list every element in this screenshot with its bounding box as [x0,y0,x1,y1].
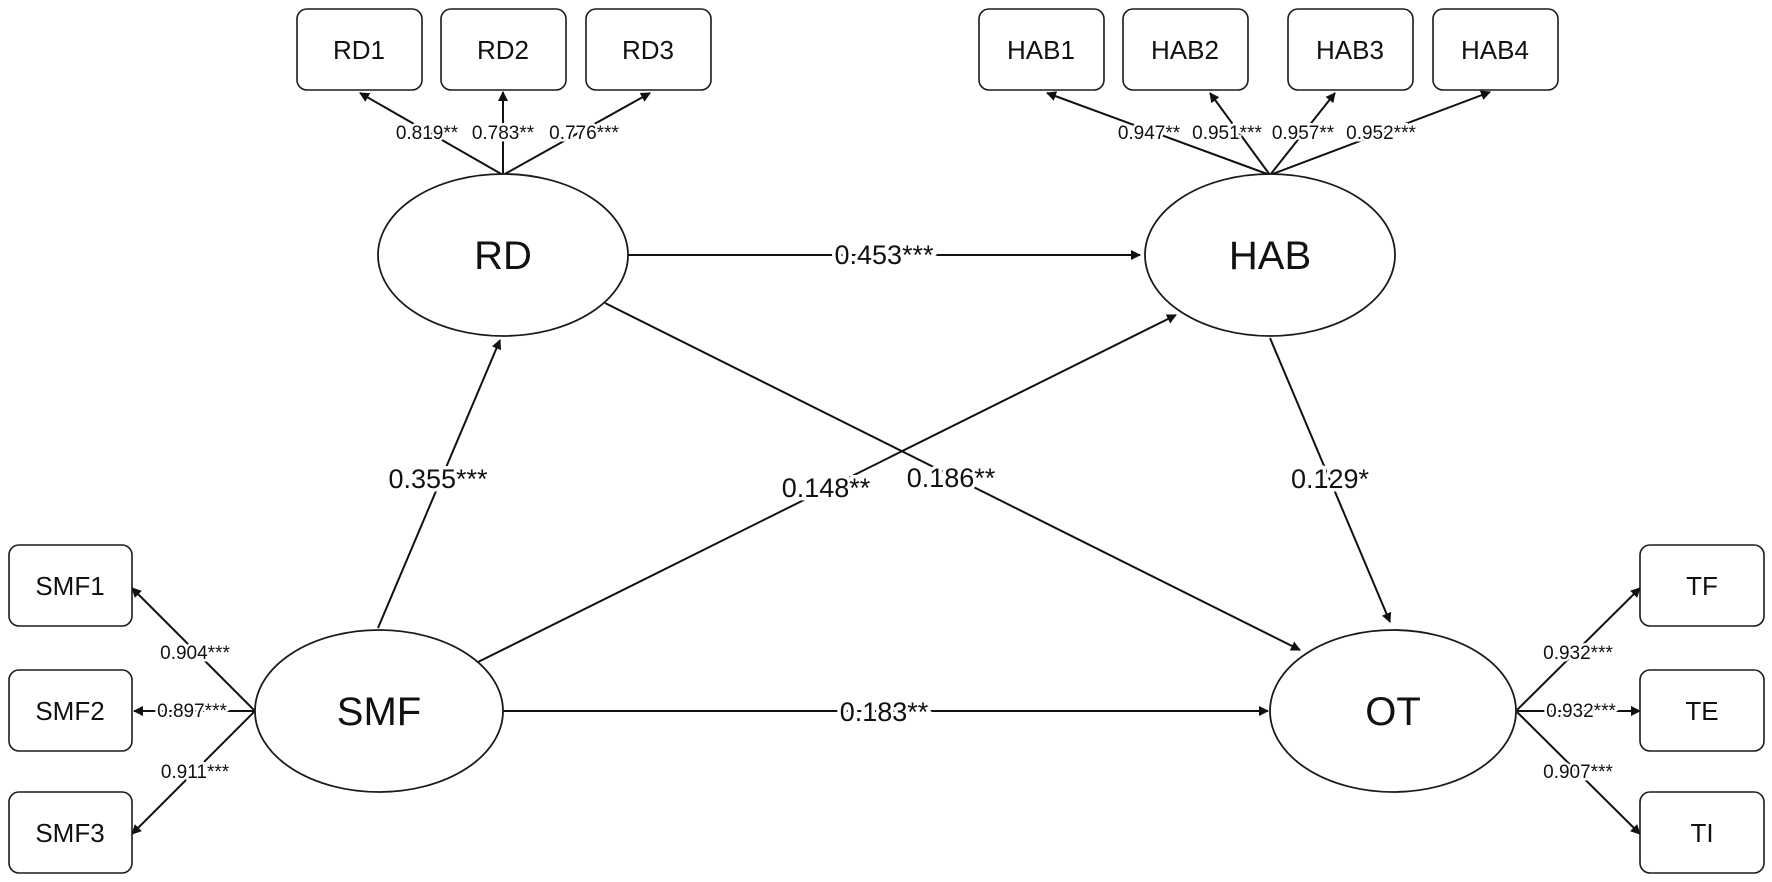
latent-rd-label: RD [474,234,532,278]
indicator-te-label: TE [1685,696,1718,726]
loading-rd3: 0.776*** [549,123,619,144]
loading-hab1: 0.947** [1118,123,1181,144]
latent-ot: OT [1269,629,1517,793]
indicator-ti-label: TI [1690,818,1713,848]
edge-smf-hab [477,314,1177,663]
loading-smf3: 0.911*** [161,762,230,783]
loading-smf2: 0.897*** [157,701,227,722]
loading-tf: 0.932*** [1543,643,1613,664]
loading-smf1: 0.904*** [160,643,230,664]
latent-smf-label: SMF [337,690,421,734]
edge-smf-smf1 [131,587,256,712]
indicator-hab2-label: HAB2 [1151,35,1219,65]
indicator-tf-label: TF [1686,571,1718,601]
latent-hab-label: HAB [1229,234,1311,278]
edge-hab-ot [1269,337,1392,623]
indicator-smf2-label: SMF2 [35,696,104,726]
indicator-hab4: HAB4 [1432,8,1559,91]
edge-rd-rd1 [359,92,504,176]
latent-ot-label: OT [1365,690,1421,734]
latent-rd: RD [377,173,629,337]
indicator-hab2: HAB2 [1122,8,1249,91]
indicator-tf: TF [1639,544,1765,627]
indicator-hab1: HAB1 [978,8,1105,91]
latent-smf: SMF [254,629,504,793]
indicator-hab4-label: HAB4 [1461,35,1529,65]
indicator-smf2: SMF2 [8,669,133,752]
indicator-smf3: SMF3 [8,791,133,874]
edge-rd-rd3 [502,92,651,176]
indicator-rd3: RD3 [585,8,712,91]
indicator-rd2: RD2 [440,8,567,91]
edge-ot-ti [1515,710,1641,835]
indicator-ti: TI [1639,791,1765,874]
indicator-te: TE [1639,669,1765,752]
indicator-hab3: HAB3 [1287,8,1414,91]
path-coef-rd-ot: 0.186** [907,463,996,493]
path-coef-smf-rd: 0.355*** [388,464,488,494]
loading-rd1: 0.819** [396,123,459,144]
edge-smf-smf3 [131,710,256,835]
loading-hab4: 0.952*** [1346,123,1416,144]
indicator-rd2-label: RD2 [477,35,529,65]
latent-hab: HAB [1144,173,1396,337]
loading-hab3: 0.957** [1272,123,1335,144]
indicator-smf3-label: SMF3 [35,818,104,848]
path-coef-rd-hab: 0.453*** [834,240,934,270]
path-coef-smf-ot: 0.183** [840,697,929,727]
path-coef-smf-hab: 0.148** [782,473,871,503]
edge-smf-rd [377,339,502,629]
path-coef-hab-ot: 0.129* [1291,464,1370,494]
edge-hab-hab4 [1269,90,1491,176]
edge-hab-hab2 [1209,92,1271,176]
indicator-rd1: RD1 [296,8,423,91]
indicator-smf1: SMF1 [8,544,133,627]
loading-hab2: 0.951*** [1192,123,1262,144]
edge-rd-ot [604,302,1301,651]
indicator-smf1-label: SMF1 [35,571,104,601]
edge-hab-hab1 [1046,91,1271,176]
indicator-rd3-label: RD3 [622,35,674,65]
edge-hab-hab3 [1269,92,1336,176]
loading-te: 0.932*** [1546,701,1616,722]
indicator-rd1-label: RD1 [333,35,385,65]
edge-ot-tf [1515,587,1641,712]
loading-ti: 0.907*** [1543,762,1613,783]
indicator-hab1-label: HAB1 [1007,35,1075,65]
indicator-hab3-label: HAB3 [1316,35,1384,65]
loading-rd2: 0.783** [472,123,535,144]
